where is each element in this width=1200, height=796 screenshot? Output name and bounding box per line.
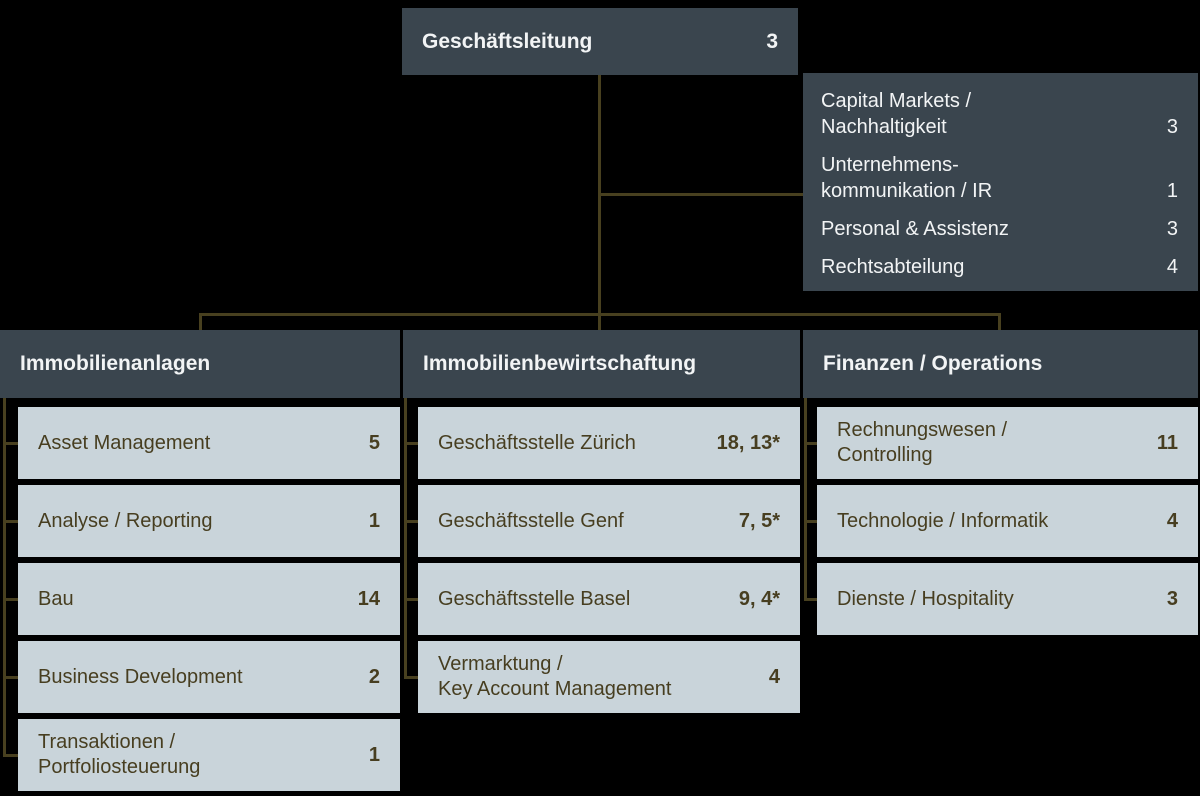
root-label: Geschäftsleitung — [422, 29, 593, 53]
connector-col1-vertical — [3, 398, 6, 757]
org-item-technologie-informatik: Technologie / Informatik 4 — [817, 485, 1198, 557]
connector-stub — [804, 442, 817, 445]
org-item-count: 4 — [1166, 509, 1178, 532]
org-item-geschaeftsstelle-genf: Geschäftsstelle Genf 7, 5* — [418, 485, 800, 557]
org-item-label: Bau — [38, 587, 74, 610]
column-header-finanzen-operations: Finanzen / Operations — [803, 330, 1198, 398]
org-item-geschaeftsstelle-basel: Geschäftsstelle Basel 9, 4* — [418, 563, 800, 635]
org-item-count: 14 — [357, 587, 380, 610]
org-item-count: 2 — [368, 665, 380, 688]
connector-rail — [199, 313, 1001, 316]
org-item-label: Vermarktung / Key Account Management — [438, 653, 672, 700]
connector-stub — [3, 442, 18, 445]
org-item-count: 9, 4* — [738, 587, 780, 610]
staff-entry-count: 4 — [1166, 256, 1178, 278]
staff-entry-count: 3 — [1166, 116, 1178, 138]
org-item-count: 18, 13* — [716, 431, 780, 454]
connector-stub — [404, 598, 418, 601]
connector-stub — [3, 676, 18, 679]
org-item-rechnungswesen-controlling: Rechnungswesen / Controlling 11 — [817, 407, 1198, 479]
connector-col2-vertical — [404, 398, 407, 679]
org-item-vermarktung-key-account: Vermarktung / Key Account Management 4 — [418, 641, 800, 713]
column-header-label: Finanzen / Operations — [823, 352, 1043, 375]
org-item-count: 7, 5* — [738, 509, 780, 532]
org-item-label: Geschäftsstelle Zürich — [438, 431, 636, 454]
org-item-count: 1 — [368, 743, 380, 766]
column-header-immobilienanlagen: Immobilienanlagen — [0, 330, 400, 398]
org-item-label: Geschäftsstelle Basel — [438, 587, 631, 610]
connector-drop-col3 — [998, 313, 1001, 330]
staff-entry: Capital Markets / Nachhaltigkeit 3 — [821, 88, 1178, 140]
org-item-geschaeftsstelle-zuerich: Geschäftsstelle Zürich 18, 13* — [418, 407, 800, 479]
org-item-asset-management: Asset Management 5 — [18, 407, 400, 479]
org-item-bau: Bau 14 — [18, 563, 400, 635]
staff-entry-label: Unternehmens- kommunikation / IR — [821, 154, 993, 202]
org-item-label: Analyse / Reporting — [38, 509, 213, 532]
org-item-label: Asset Management — [38, 431, 211, 454]
root-box-geschaeftsleitung: Geschäftsleitung 3 — [402, 8, 798, 75]
staff-entry: Personal & Assistenz 3 — [821, 216, 1178, 242]
org-item-label: Dienste / Hospitality — [837, 587, 1014, 610]
org-item-count: 3 — [1166, 587, 1178, 610]
org-item-business-development: Business Development 2 — [18, 641, 400, 713]
org-item-analyse-reporting: Analyse / Reporting 1 — [18, 485, 400, 557]
staff-box: Capital Markets / Nachhaltigkeit 3 Unter… — [803, 73, 1198, 291]
staff-entry: Rechtsabteilung 4 — [821, 254, 1178, 280]
column-header-label: Immobilienbewirtschaftung — [423, 352, 697, 375]
org-item-label: Rechnungswesen / Controlling — [837, 419, 1008, 466]
org-item-transaktionen-portfoliosteuerung: Transaktionen / Portfoliosteuerung 1 — [18, 719, 400, 791]
staff-entry: Unternehmens- kommunikation / IR 1 — [821, 152, 1178, 204]
connector-stub — [804, 520, 817, 523]
staff-entry-count: 3 — [1166, 218, 1178, 240]
connector-stub — [3, 598, 18, 601]
connector-stub — [804, 598, 817, 601]
org-item-dienste-hospitality: Dienste / Hospitality 3 — [817, 563, 1198, 635]
connector-stub — [404, 520, 418, 523]
org-item-count: 5 — [368, 431, 380, 454]
connector-stub — [3, 754, 18, 757]
root-count: 3 — [766, 29, 778, 53]
connector-col3-vertical — [804, 398, 807, 601]
org-item-label: Technologie / Informatik — [837, 509, 1049, 532]
org-item-count: 11 — [1156, 431, 1178, 454]
connector-stub — [404, 442, 418, 445]
staff-entry-label: Personal & Assistenz — [821, 218, 1009, 240]
column-header-label: Immobilienanlagen — [20, 352, 211, 375]
org-item-label: Geschäftsstelle Genf — [438, 509, 624, 532]
connector-root-vertical — [598, 75, 601, 330]
connector-drop-col1 — [199, 313, 202, 330]
staff-entry-label: Capital Markets / Nachhaltigkeit — [821, 90, 972, 138]
column-header-immobilienbewirtschaftung: Immobilienbewirtschaftung — [403, 330, 800, 398]
org-item-count: 1 — [368, 509, 380, 532]
connector-stub — [404, 676, 418, 679]
org-item-count: 4 — [768, 665, 780, 688]
staff-entry-label: Rechtsabteilung — [821, 256, 965, 278]
org-item-label: Business Development — [38, 665, 243, 688]
staff-entry-count: 1 — [1166, 180, 1178, 202]
org-item-label: Transaktionen / Portfoliosteuerung — [38, 731, 201, 778]
connector-staff-branch — [598, 193, 803, 196]
connector-stub — [3, 520, 18, 523]
